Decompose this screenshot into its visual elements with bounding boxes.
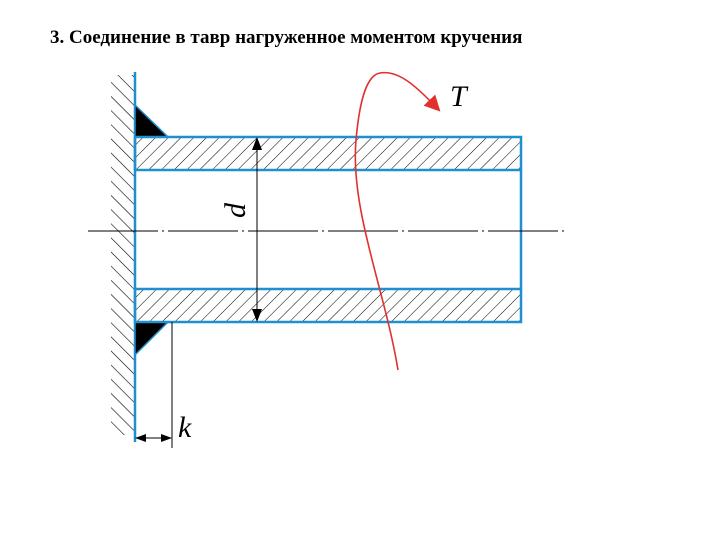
- tube-wall-top: [133, 135, 523, 172]
- slide-title: 3. Соединение в тавр нагруженное моменто…: [50, 27, 523, 48]
- tube-wall-bottom: [133, 287, 523, 324]
- diameter-arrow-top: [252, 137, 262, 150]
- torque-label: T: [450, 80, 469, 113]
- wall-hatching: [111, 75, 135, 435]
- diameter-arrow-bottom: [252, 309, 262, 322]
- leg-arrow-left: [135, 434, 146, 442]
- weld-fillet-top: [134, 103, 170, 138]
- weld-fillet-bottom: [134, 321, 170, 357]
- leg-label: k: [178, 411, 192, 444]
- leg-arrow-right: [161, 434, 172, 442]
- torque-arrow: [354, 71, 441, 371]
- diameter-label: d: [219, 202, 252, 218]
